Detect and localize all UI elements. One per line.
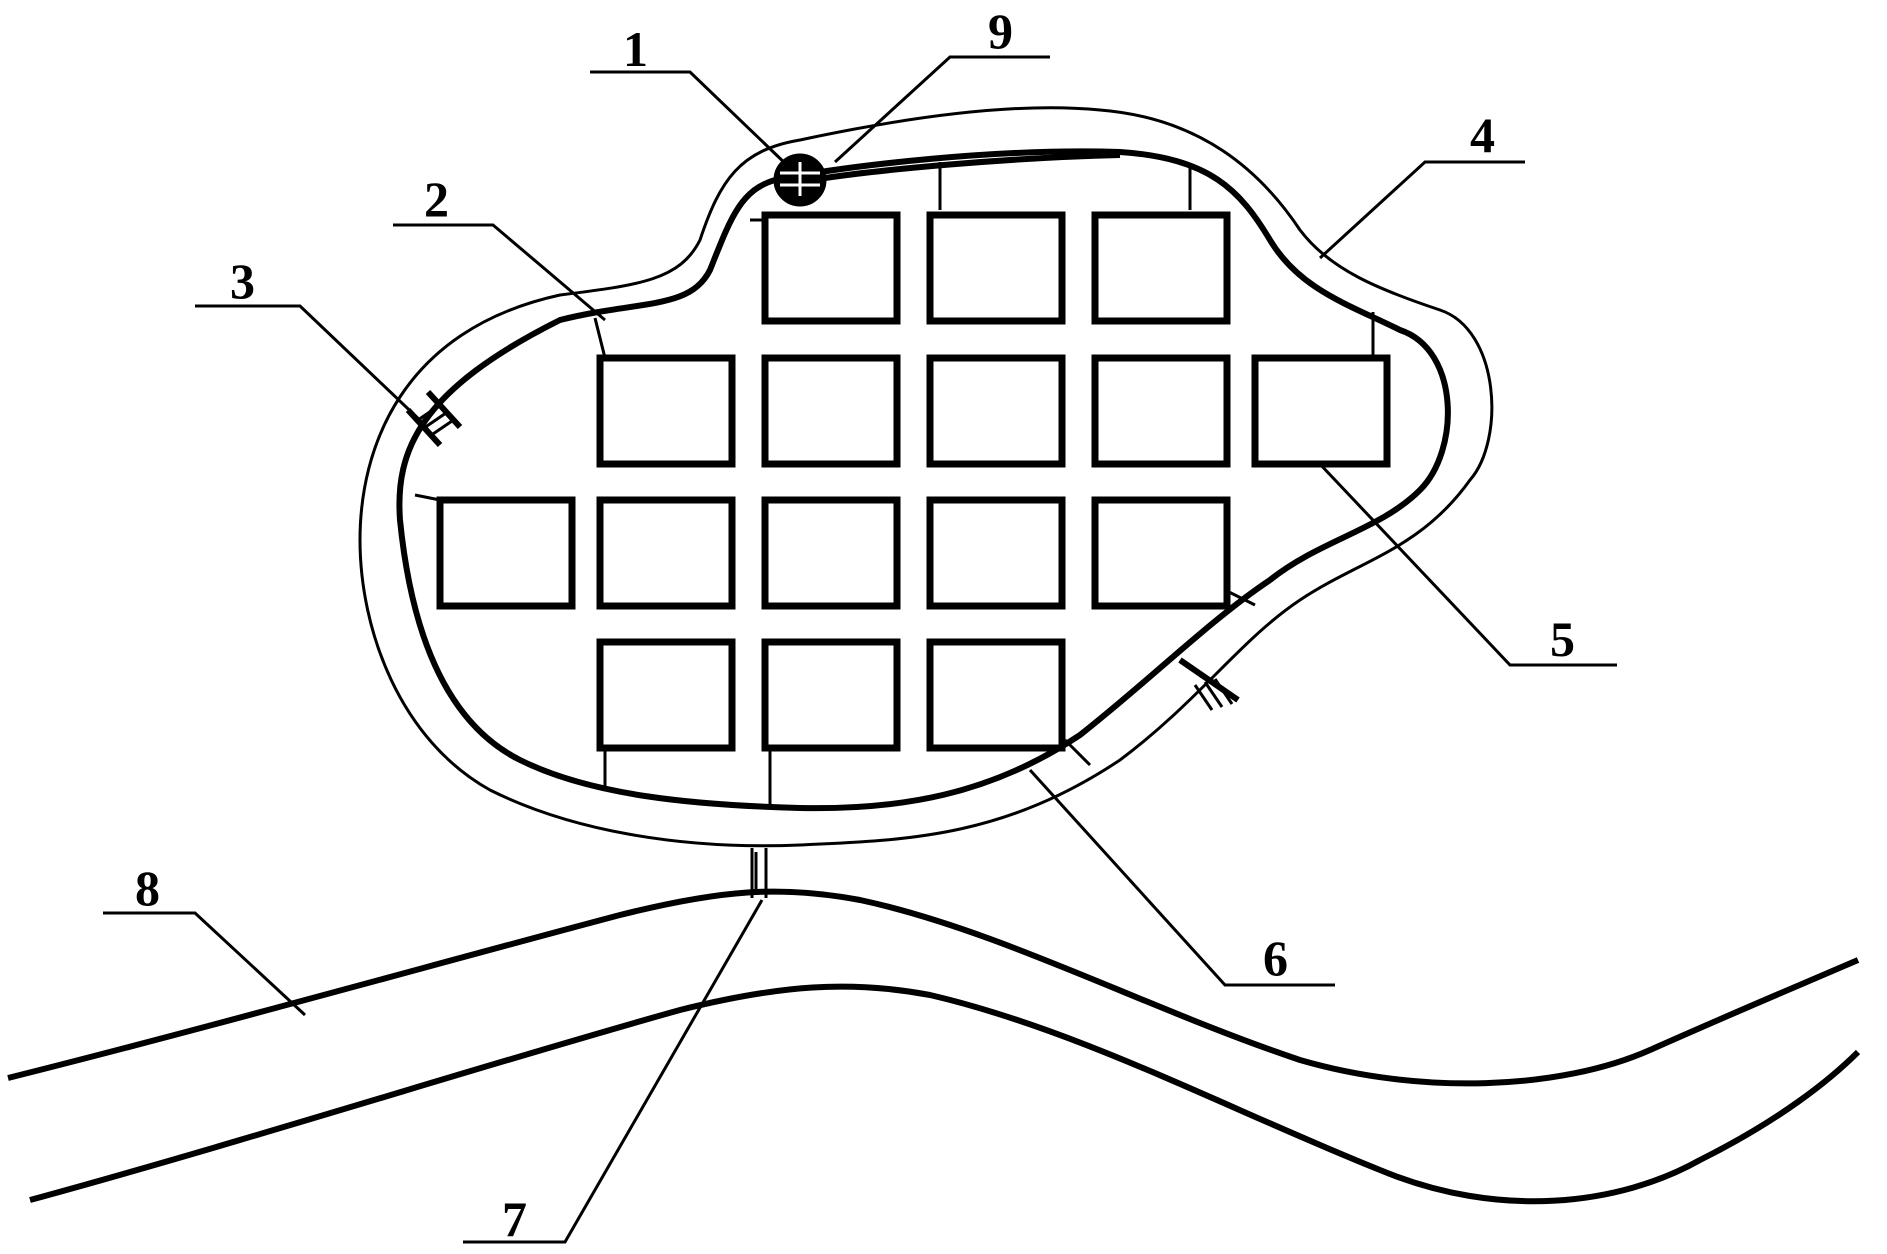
field-plot xyxy=(1091,354,1231,468)
pump-station xyxy=(773,152,1121,207)
callout-2: 2 xyxy=(424,171,449,227)
field-plot xyxy=(1091,496,1231,610)
callout-5: 5 xyxy=(1550,611,1575,667)
field-plot xyxy=(926,354,1066,468)
river-upper-bank xyxy=(7,888,1860,1087)
field-plot xyxy=(761,354,901,468)
callout-4: 4 xyxy=(1470,107,1495,163)
field-plot xyxy=(761,211,901,325)
field-plot xyxy=(926,211,1066,325)
callout-3: 3 xyxy=(230,253,255,309)
callout-8: 8 xyxy=(135,860,160,916)
field-plot xyxy=(596,354,736,468)
field-plot xyxy=(596,638,736,752)
field-plot xyxy=(926,496,1066,610)
sluice-gate-right xyxy=(1178,657,1240,711)
field-plots xyxy=(436,211,1391,752)
callout-6: 6 xyxy=(1263,930,1288,986)
callout-1: 1 xyxy=(623,21,648,77)
field-plot xyxy=(596,496,736,610)
drainage-outlet xyxy=(750,848,768,898)
field-plot xyxy=(1251,354,1391,468)
outer-embankment xyxy=(358,106,1494,848)
field-plot xyxy=(436,496,576,610)
field-plot xyxy=(761,638,901,752)
callout-labels: 1 2 3 4 5 6 7 8 9 xyxy=(135,3,1575,1247)
leader-lines xyxy=(103,55,1617,1244)
river-lower-bank xyxy=(29,983,1861,1205)
callout-9: 9 xyxy=(988,3,1013,59)
inner-embankment xyxy=(396,148,1451,812)
field-plot xyxy=(926,638,1066,752)
field-plot xyxy=(761,496,901,610)
callout-7: 7 xyxy=(502,1191,527,1247)
field-plot xyxy=(1091,211,1231,325)
